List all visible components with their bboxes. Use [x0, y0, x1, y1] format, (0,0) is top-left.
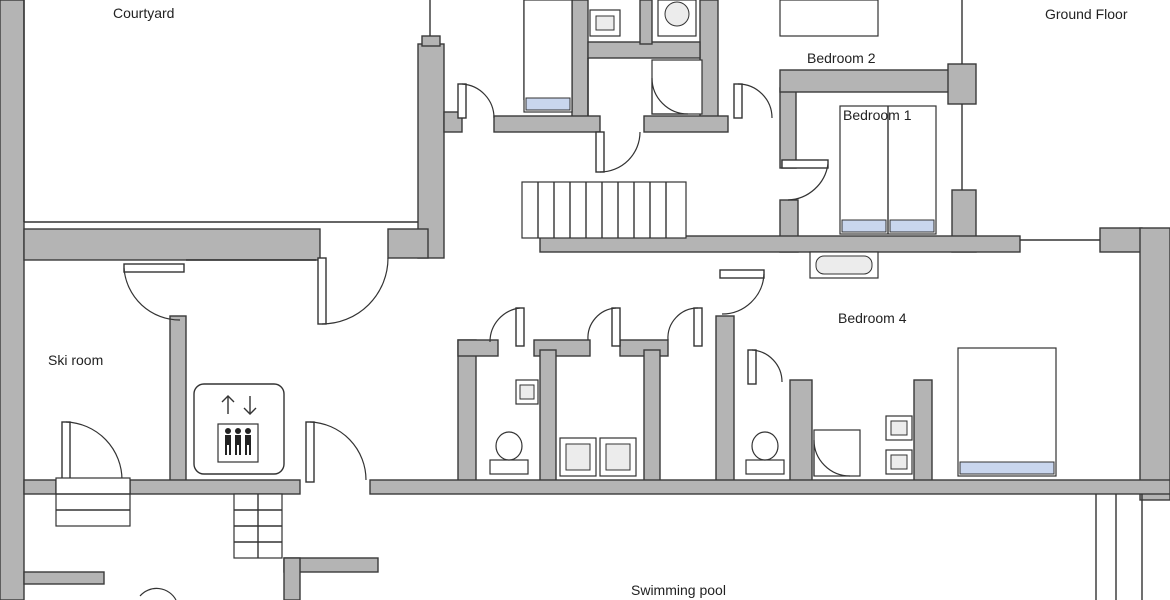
main-staircase: [521, 181, 687, 239]
shower-wall: [789, 379, 813, 483]
ski-room-wall: [169, 315, 187, 483]
room-label-bedroom-1: Bedroom 1: [843, 107, 912, 123]
door-upper-bath: [595, 131, 605, 173]
pool-wall: [23, 479, 57, 495]
pillow: [959, 461, 1055, 475]
lift-people-icon: [217, 423, 259, 463]
pillow: [841, 219, 887, 233]
bath-block-wall: [639, 0, 653, 45]
door-swing: [321, 257, 389, 325]
door-swing: [721, 273, 765, 315]
pillar: [947, 63, 977, 105]
shower-icon: [813, 429, 861, 477]
lower-wall: [283, 557, 301, 600]
door-swing: [667, 307, 699, 341]
plan-title: Ground Floor: [1045, 6, 1128, 22]
door-swing: [309, 421, 367, 481]
outer-wall-right: [1139, 227, 1170, 501]
door-ski-exterior: [61, 421, 71, 483]
door-bath-1: [515, 307, 525, 347]
room-label-courtyard: Courtyard: [113, 5, 174, 21]
door-swing: [123, 267, 181, 321]
door-bedroom-4: [719, 269, 765, 279]
toilet-icon: [745, 459, 785, 475]
outer-wall-left: [0, 0, 25, 600]
door-swing: [139, 587, 177, 600]
door-bath-4: [747, 349, 757, 385]
wardrobe-strip: [525, 97, 571, 111]
bath-wall: [457, 339, 477, 483]
outer-wall-top-right: [1099, 227, 1143, 253]
wardrobe: [523, 0, 573, 113]
bath-wall: [539, 349, 557, 483]
pilaster: [421, 35, 441, 47]
bath-block-wall: [699, 0, 719, 119]
door-bath-3: [693, 307, 703, 347]
bed-bedroom-2: [779, 0, 879, 37]
bedroom-1-top-wall: [779, 69, 957, 93]
door-upper-left: [457, 83, 467, 119]
pool-wall: [369, 479, 1170, 495]
corridor-wall: [643, 115, 729, 133]
door-swing: [751, 349, 783, 383]
bath-wall: [643, 349, 661, 483]
corridor-wall: [493, 115, 601, 133]
courtyard-corner: [387, 228, 429, 259]
bedroom-1-wall: [779, 87, 797, 169]
door-swing: [489, 307, 521, 343]
room-label-bedroom-2: Bedroom 2: [807, 50, 876, 66]
pool-wall: [129, 479, 301, 495]
door-bedroom-2: [733, 83, 743, 119]
bath-wall: [457, 339, 499, 357]
lift-arrows-icon: [221, 395, 257, 415]
shower-icon: [651, 59, 703, 115]
door-bedroom-1: [781, 159, 829, 169]
courtyard-wall: [23, 228, 321, 261]
lift: [193, 383, 285, 475]
door-bath-2: [611, 307, 621, 347]
entry-steps: [55, 477, 131, 527]
door-courtyard: [317, 257, 327, 325]
door-swing: [737, 83, 773, 119]
room-label-swimming-pool: Swimming pool: [631, 582, 726, 598]
door-swing: [599, 131, 641, 173]
room-label-bedroom-4: Bedroom 4: [838, 310, 907, 326]
room-label-ski-room: Ski room: [48, 352, 103, 368]
courtyard-right-wall: [417, 43, 445, 259]
bed-bedroom-4: [957, 347, 1057, 477]
lower-wall: [23, 571, 105, 585]
toilet-icon: [489, 459, 529, 475]
door-swing: [65, 421, 123, 481]
wardrobe-wall: [913, 379, 933, 483]
bath-wall: [715, 315, 735, 483]
stair-landing-wall: [539, 235, 1021, 253]
door-swing: [787, 163, 829, 201]
bath-block-wall: [571, 0, 589, 119]
door-ski-room: [123, 263, 185, 273]
lower-staircase: [233, 493, 283, 559]
door-swing: [587, 307, 617, 341]
doors: [61, 83, 829, 600]
pillow: [889, 219, 935, 233]
door-swing: [461, 83, 495, 119]
door-pool: [305, 421, 315, 483]
